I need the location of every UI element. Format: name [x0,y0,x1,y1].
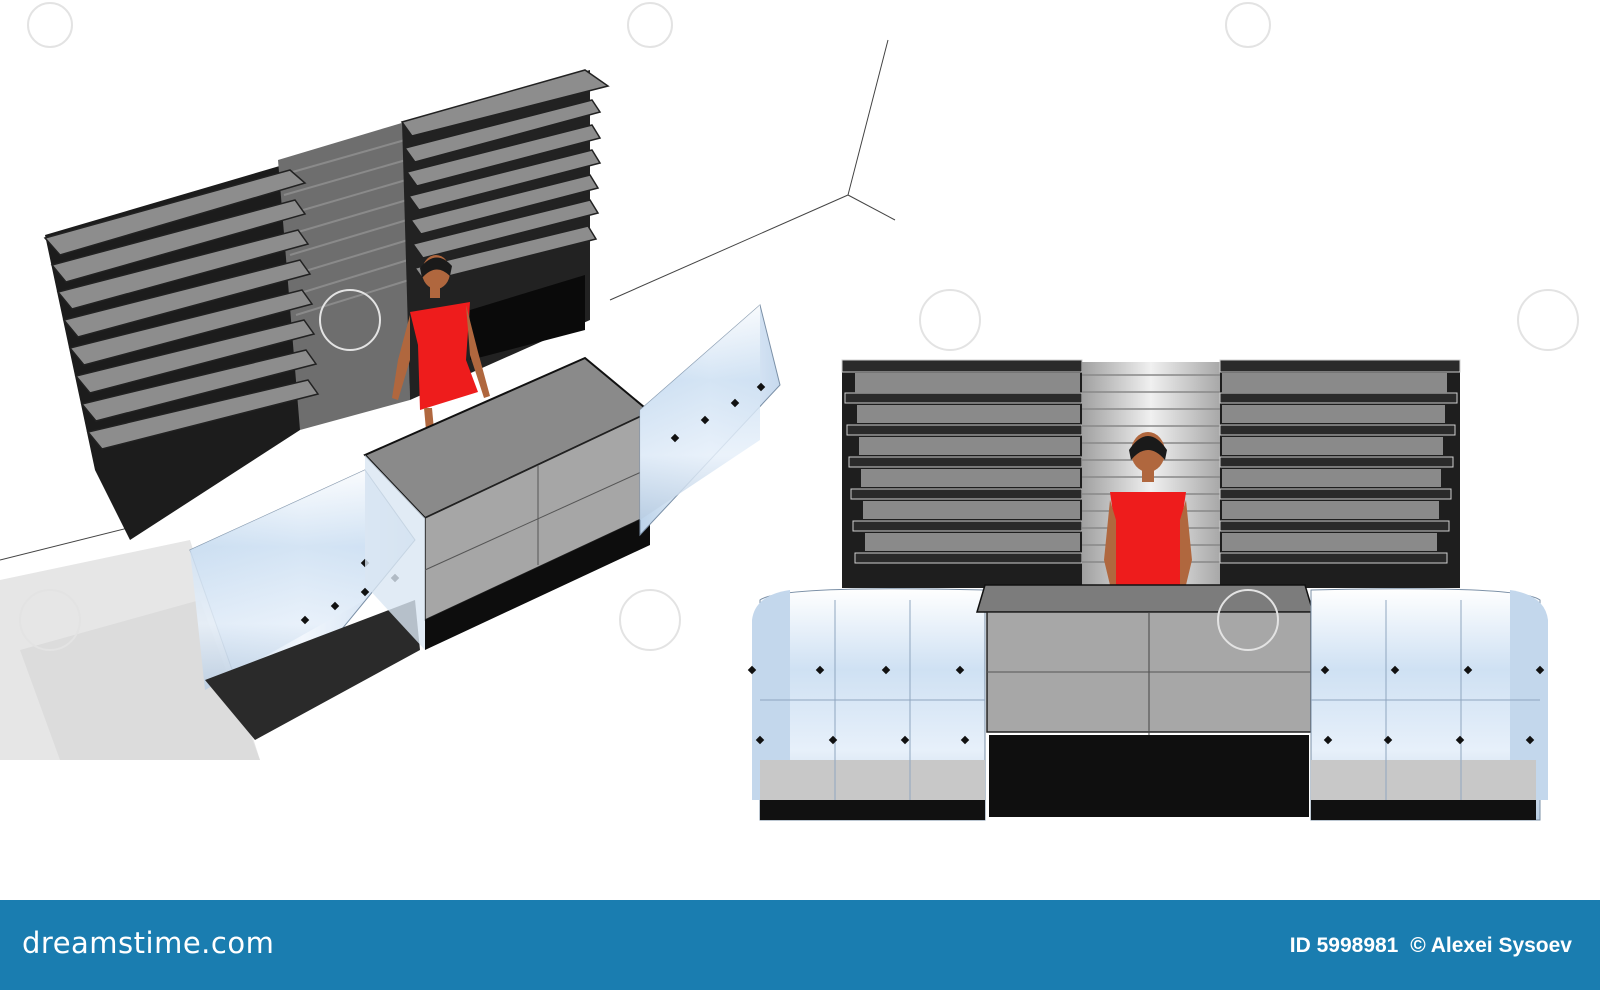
image-id: ID 5998981 [1289,934,1399,957]
watermark-swirls [19,2,1579,651]
glass-showcase-left [747,588,986,821]
store-counter-render [0,2,1579,821]
shop-assistant-left [392,255,490,430]
right-front-view [747,359,1548,821]
copyright-author: © Alexei Sysoev [1410,934,1572,957]
glass-counter-left-b [639,304,781,537]
left-slatwall [278,122,410,430]
shop-assistant-right [1104,432,1192,585]
cash-desk-right [975,584,1315,817]
dreamstime-logo-text: dreamstime.com [22,926,275,960]
cash-desk-left [363,356,652,650]
left-perspective-view [43,69,781,740]
image-credit: ID 5998981 © Alexei Sysoev [1284,934,1572,958]
watermark-bar: dreamstime.com ID 5998981 © Alexei Sysoe… [0,900,1600,990]
glass-showcase-right [1310,588,1548,821]
glass-counter-left-a [189,469,420,740]
